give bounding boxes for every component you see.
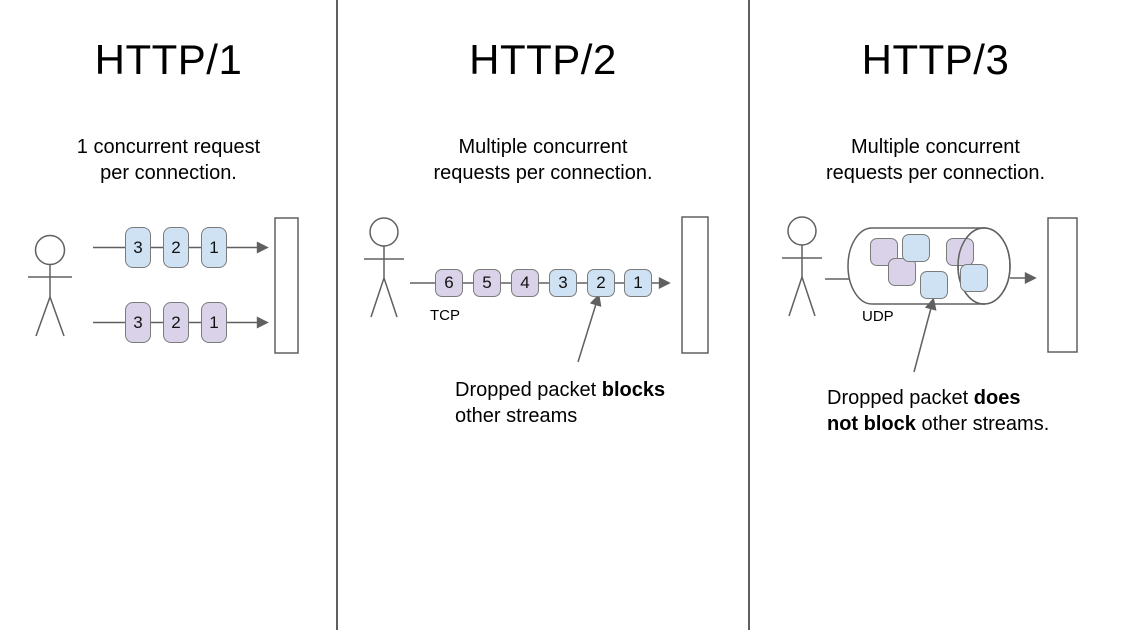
packet-box: 1	[201, 302, 227, 343]
packet-box: 2	[163, 227, 189, 268]
subtitle-http1: 1 concurrent request per connection.	[76, 136, 261, 184]
packet-box	[902, 234, 930, 262]
annotation-line: other streams	[455, 405, 578, 427]
packet-box: 2	[587, 269, 615, 297]
stick-figure-http1	[28, 234, 72, 337]
packet-box: 3	[125, 302, 151, 343]
column-divider-2	[748, 0, 750, 630]
packet-box: 2	[163, 302, 189, 343]
packet-box: 6	[435, 269, 463, 297]
figure-head	[787, 216, 817, 246]
annotation-http3: Dropped packet does not block other stre…	[827, 385, 1049, 437]
subtitle-http2: Multiple concurrent requests per connect…	[433, 136, 653, 184]
figure-legs	[788, 274, 816, 317]
figure-legs	[370, 275, 398, 318]
annotation-line: Dropped packet does	[827, 387, 1021, 409]
server-box-http3	[1047, 217, 1078, 353]
protocol-label-tcp: TCP	[430, 307, 460, 324]
packet-box: 1	[624, 269, 652, 297]
figure-head	[34, 234, 66, 266]
dropped-packet-arrow-http3	[913, 297, 937, 373]
packet-box	[888, 258, 916, 286]
packet-box: 4	[511, 269, 539, 297]
protocol-label-udp: UDP	[862, 308, 894, 325]
subtitle-http3: Multiple concurrent requests per connect…	[825, 136, 1046, 184]
annotation-line: not block other streams.	[827, 413, 1050, 435]
udp-tube-front-rim	[957, 227, 1011, 305]
packet-box: 5	[473, 269, 501, 297]
packet-box: 1	[201, 227, 227, 268]
column-divider-1	[336, 0, 338, 630]
packet-box: 3	[125, 227, 151, 268]
figure-head	[369, 217, 399, 247]
title-http1: HTTP/1	[94, 36, 243, 83]
server-box-http1	[274, 217, 299, 354]
figure-legs	[35, 294, 65, 337]
packet-box: 3	[549, 269, 577, 297]
stick-figure-http2	[364, 217, 404, 318]
packet-box	[960, 264, 988, 292]
dropped-packet-arrow-http2	[577, 293, 602, 363]
stick-figure-http3	[782, 216, 822, 317]
annotation-line: Dropped packet blocks	[455, 379, 666, 401]
annotation-http2: Dropped packet blocks other streams	[455, 377, 665, 429]
title-http2: HTTP/2	[469, 36, 617, 83]
packet-box	[920, 271, 948, 299]
title-http3: HTTP/3	[861, 36, 1010, 83]
server-box-http2	[681, 216, 709, 354]
